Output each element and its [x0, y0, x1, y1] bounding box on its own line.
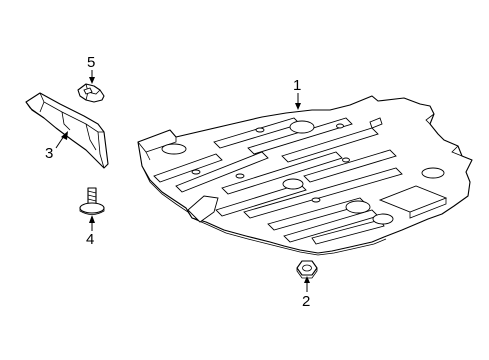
arrowhead-3	[61, 131, 68, 140]
callout-1: 1	[293, 77, 301, 110]
clip	[77, 83, 105, 103]
callout-4: 4	[86, 215, 95, 248]
callout-number-3: 3	[45, 145, 53, 162]
arrowhead-1	[295, 103, 301, 110]
skid-plate	[137, 95, 473, 256]
callout-number-5: 5	[87, 54, 95, 71]
callout-number-2: 2	[302, 293, 310, 310]
arrowhead-2	[304, 276, 310, 283]
nut	[296, 260, 318, 279]
arrowhead-4	[89, 215, 95, 223]
callout-3: 3	[45, 131, 68, 162]
screw	[79, 187, 105, 215]
leader-line-3	[55, 135, 65, 149]
callout-2: 2	[302, 276, 310, 310]
callout-number-4: 4	[86, 231, 94, 248]
deflector	[25, 92, 109, 169]
callout-5: 5	[87, 54, 95, 84]
callout-number-1: 1	[293, 77, 301, 94]
arrowhead-5	[89, 77, 95, 84]
